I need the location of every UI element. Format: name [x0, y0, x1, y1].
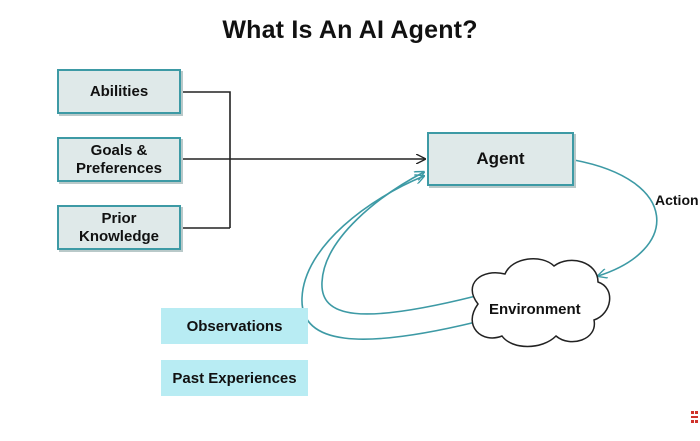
- title: What Is An AI Agent?: [222, 16, 478, 44]
- observations-label: Observations: [186, 317, 283, 335]
- action-arrow: [573, 159, 658, 276]
- action-label: Action: [655, 192, 699, 208]
- abilities-box: Abilities: [57, 69, 181, 114]
- goals-preferences-label: Goals & Preferences: [76, 141, 162, 177]
- abilities-connector: [181, 91, 231, 228]
- agent-label: Agent: [476, 149, 525, 168]
- experiences-arrow: [301, 176, 477, 340]
- agent-box: Agent: [427, 132, 574, 186]
- past-experiences-tag: Past Experiences: [161, 360, 308, 396]
- environment-cloud: [471, 258, 611, 348]
- environment-label: Environment: [489, 301, 581, 318]
- brand-logo: [691, 411, 698, 425]
- observations-tag: Observations: [161, 308, 308, 344]
- prior-knowledge-label: Prior Knowledge: [78, 209, 159, 245]
- observations-arrow: [321, 172, 477, 315]
- abilities-label: Abilities: [89, 82, 149, 100]
- past-experiences-label: Past Experiences: [172, 369, 297, 387]
- goals-preferences-box: Goals & Preferences: [57, 137, 181, 182]
- prior-knowledge-box: Prior Knowledge: [57, 205, 181, 250]
